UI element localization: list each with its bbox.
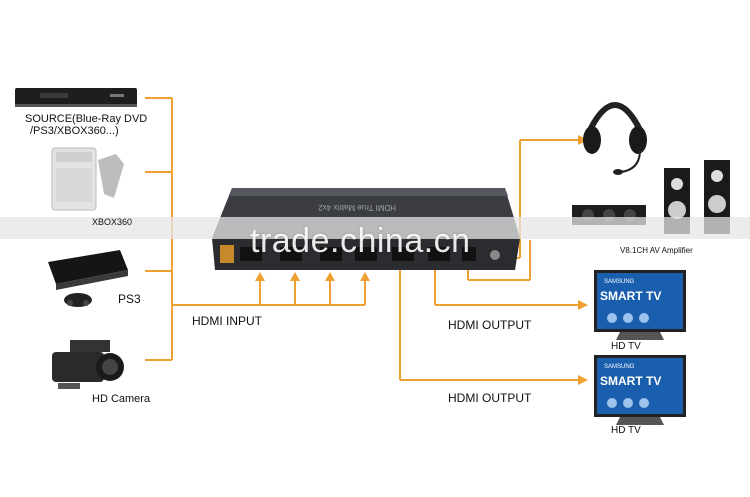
source-label-line2: /PS3/XBOX360...) [30,125,119,137]
source-label-line1: SOURCE(Blue-Ray DVD [25,113,148,125]
tv-1-icon [594,270,686,340]
xbox-icon [51,147,124,211]
hd-camera-icon [52,340,124,389]
tv-1-screen-text: SMART TV [600,289,661,303]
ps3-icon [48,250,128,307]
ps3-label: PS3 [118,292,141,306]
tv-2-brand: SAMSUNG [604,364,635,370]
tv-2-icon [594,355,686,425]
bluray-player-icon [15,88,137,107]
tv-2-screen-text: SMART TV [600,374,661,388]
tv-2-label: HD TV [611,425,641,436]
watermark: trade.china.cn [250,222,471,260]
xbox-label: XBOX360 [92,217,133,227]
hdmi-output-label-1: HDMI OUTPUT [448,318,532,332]
tv-1-label: HD TV [611,341,641,352]
watermark-band [0,217,750,239]
tv-1-brand: SAMSUNG [604,279,635,285]
amplifier-label: V8.1CH AV Amplifier [620,246,693,255]
hdmi-input-label: HDMI INPUT [192,314,262,328]
output-arrows [578,135,588,385]
device-front-text: HDMI True Matrix 4x2 [318,203,396,212]
hd-camera-label: HD Camera [92,393,151,405]
input-arrows [255,272,370,281]
headphones-icon [583,102,647,175]
hdmi-output-label-2: HDMI OUTPUT [448,391,532,405]
